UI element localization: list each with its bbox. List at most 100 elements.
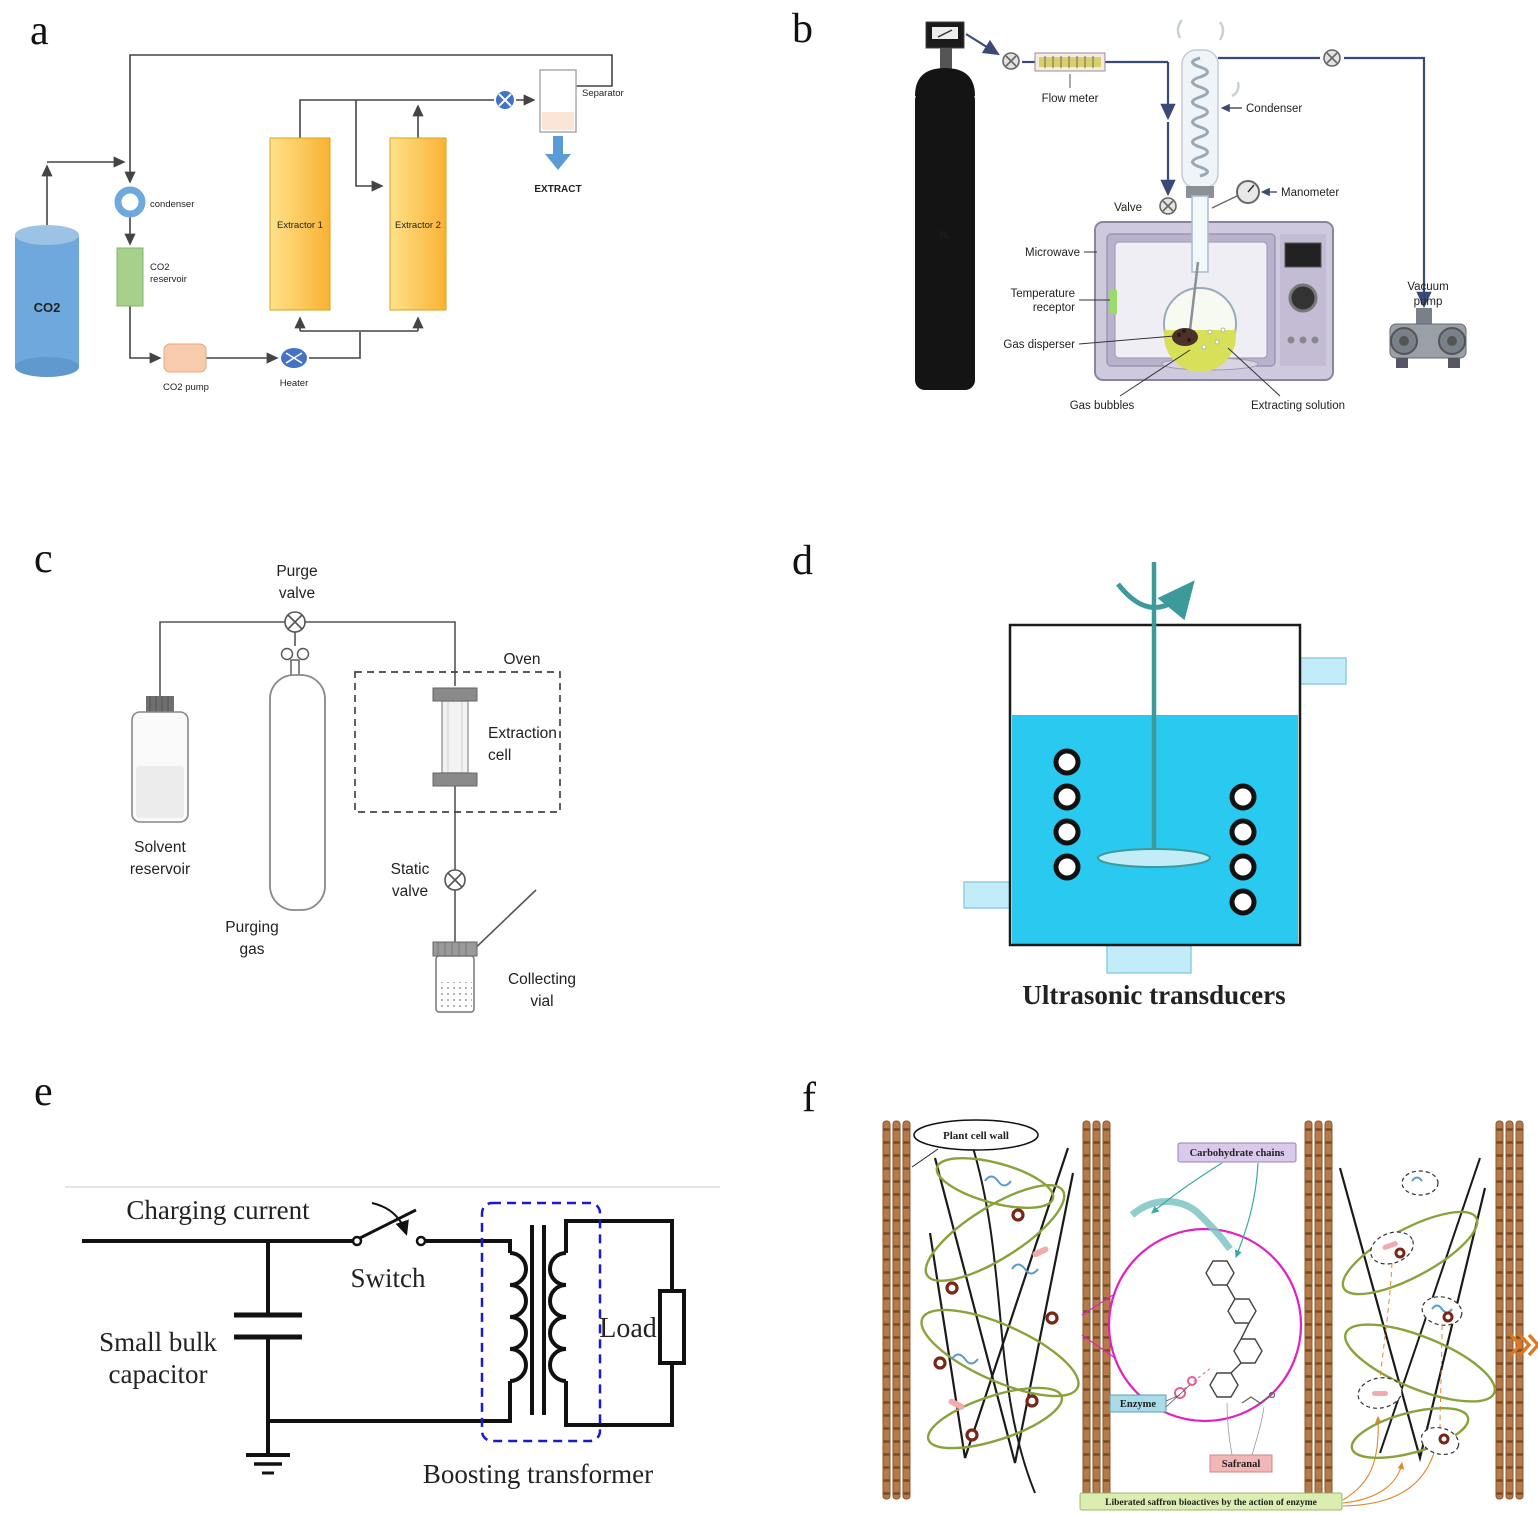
- safranal-callout: Safranal: [1209, 1402, 1273, 1473]
- carbohydrate-chains-callout: Carbohydrate chains: [1151, 1142, 1297, 1259]
- left-cell-strands: [920, 1137, 1080, 1494]
- extraction-cell-label-2: cell: [488, 747, 511, 764]
- co2-pump: CO2 pump: [163, 343, 209, 393]
- extract-arrow: EXTRACT: [534, 136, 582, 195]
- switch-label: Switch: [350, 1263, 426, 1293]
- panel-a-letter: a: [30, 8, 49, 54]
- plant-cell-wall-label: Plant cell wall: [943, 1130, 1009, 1142]
- tank-fittings: [963, 657, 1347, 974]
- purging-gas-label-2: gas: [240, 941, 265, 958]
- static-valve-label-1: Static: [391, 861, 430, 878]
- panel-e: e: [20, 1063, 730, 1513]
- vacuum-line: [1218, 56, 1432, 309]
- extracting-solution-label: Extracting solution: [1251, 400, 1345, 412]
- flow-meter: Flow meter: [1034, 52, 1106, 105]
- purge-valve: Purge valve: [276, 563, 318, 633]
- panel-a: a CO2: [0, 0, 760, 450]
- sugar-hexagons: [1205, 1260, 1263, 1398]
- co2-cylinder-label: CO2: [34, 300, 61, 315]
- panel-b: b N₂: [780, 0, 1538, 450]
- panel-d-caption: Ultrasonic transducers: [1022, 980, 1285, 1010]
- outlet-valve-icon: [1323, 49, 1341, 67]
- feed-line: [965, 33, 1176, 197]
- extractor-1-label: Extractor 1: [277, 220, 323, 231]
- solvent-reservoir-label-2: reservoir: [130, 861, 190, 878]
- gas-bubbles-label: Gas bubbles: [1070, 400, 1135, 412]
- heater-label: Heater: [280, 378, 309, 389]
- extractor-2-label: Extractor 2: [395, 220, 441, 231]
- purge-valve-label-1: Purge: [276, 563, 317, 580]
- reservoir-label-2: reservoir: [150, 274, 187, 285]
- extract-label: EXTRACT: [534, 184, 581, 195]
- pump-label: CO2 pump: [163, 382, 209, 393]
- load-label: Load: [599, 1313, 657, 1344]
- left-cell-bioactives: [933, 1175, 1059, 1442]
- core-lines: [530, 1225, 546, 1415]
- panel-d: d Ultrasonic transducers: [780, 530, 1470, 1040]
- transformer: [480, 1201, 602, 1443]
- enzyme-label: Enzyme: [1120, 1399, 1157, 1410]
- gas-disperser: [1172, 328, 1198, 346]
- static-valve: Static valve: [391, 861, 466, 900]
- extractor-1: Extractor 1: [269, 137, 331, 311]
- flask: [1163, 195, 1237, 372]
- knob: [1288, 283, 1318, 313]
- solvent-reservoir-label-1: Solvent: [134, 839, 186, 856]
- static-valve-label-2: valve: [392, 883, 428, 900]
- panel-d-letter: d: [792, 538, 813, 584]
- extraction-cell: Extraction cell: [432, 687, 557, 787]
- stirrer: [1097, 562, 1211, 868]
- extraction-cell-label-1: Extraction: [488, 725, 557, 742]
- tubing: [159, 621, 537, 957]
- secondary-coil: [548, 1251, 567, 1383]
- boosting-transformer-label: Boosting transformer: [423, 1459, 653, 1489]
- magnifier-circle: [1081, 1198, 1303, 1423]
- load-resistor: [658, 1289, 686, 1365]
- reservoir-label-1: CO2: [150, 262, 170, 273]
- right-cell-strands: [1338, 1157, 1497, 1463]
- transducers: [1053, 748, 1257, 916]
- capacitor-icon: [234, 1312, 302, 1340]
- collecting-vial: Collecting vial: [432, 941, 576, 1013]
- condenser-label: condenser: [150, 199, 194, 210]
- enzyme-callout: Enzyme: [1109, 1384, 1191, 1413]
- oven-label: Oven: [503, 651, 540, 668]
- separator-label: Separator: [582, 88, 624, 99]
- n2-cylinder: N₂: [915, 21, 975, 390]
- inlet-valve-icon: [1002, 52, 1020, 70]
- co2-reservoir: CO2 reservoir: [116, 247, 187, 307]
- valve-icon: [496, 91, 514, 109]
- purging-gas-label-1: Purging: [225, 919, 278, 936]
- switch-icon: [351, 1202, 427, 1247]
- vacuum-pump-label-1: Vacuum: [1407, 281, 1448, 293]
- valve-label: Valve: [1114, 202, 1142, 214]
- microwave-label: Microwave: [1025, 247, 1080, 259]
- oven: Oven: [354, 651, 561, 813]
- collecting-vial-label-2: vial: [530, 993, 553, 1010]
- solvent-reservoir: Solvent reservoir: [130, 696, 190, 878]
- purging-gas-cylinder: Purging gas: [225, 674, 326, 958]
- safranal-structure: [1241, 1391, 1276, 1404]
- manometer-label: Manometer: [1281, 187, 1339, 199]
- carbohydrate-chains-label: Carbohydrate chains: [1190, 1148, 1285, 1159]
- charging-current-label: Charging current: [126, 1195, 310, 1225]
- panel-c-letter: c: [34, 536, 53, 582]
- gas-regulator: [280, 647, 310, 677]
- gas-disperser-label: Gas disperser: [1003, 339, 1075, 351]
- pipes: [41, 54, 613, 364]
- panel-f: f: [780, 1063, 1538, 1513]
- vacuum-pump: Vacuum pump: [1389, 281, 1467, 368]
- capacitor-label-1: Small bulk: [99, 1327, 217, 1357]
- collecting-vial-label-1: Collecting: [508, 971, 576, 988]
- neck-valve: Valve: [1114, 197, 1177, 215]
- flow-meter-label: Flow meter: [1042, 93, 1099, 105]
- callout-lines: [1078, 251, 1281, 397]
- right-cell-liberated-bioactives: [1357, 1170, 1463, 1456]
- wires: [82, 1219, 674, 1455]
- primary-coil: [509, 1251, 528, 1383]
- temperature-receptor-label-1: Temperature: [1010, 288, 1075, 300]
- co2-cylinder: CO2: [15, 225, 79, 377]
- purge-valve-label-2: valve: [279, 585, 315, 602]
- plant-cell-wall-callout: Plant cell wall: [911, 1119, 1039, 1168]
